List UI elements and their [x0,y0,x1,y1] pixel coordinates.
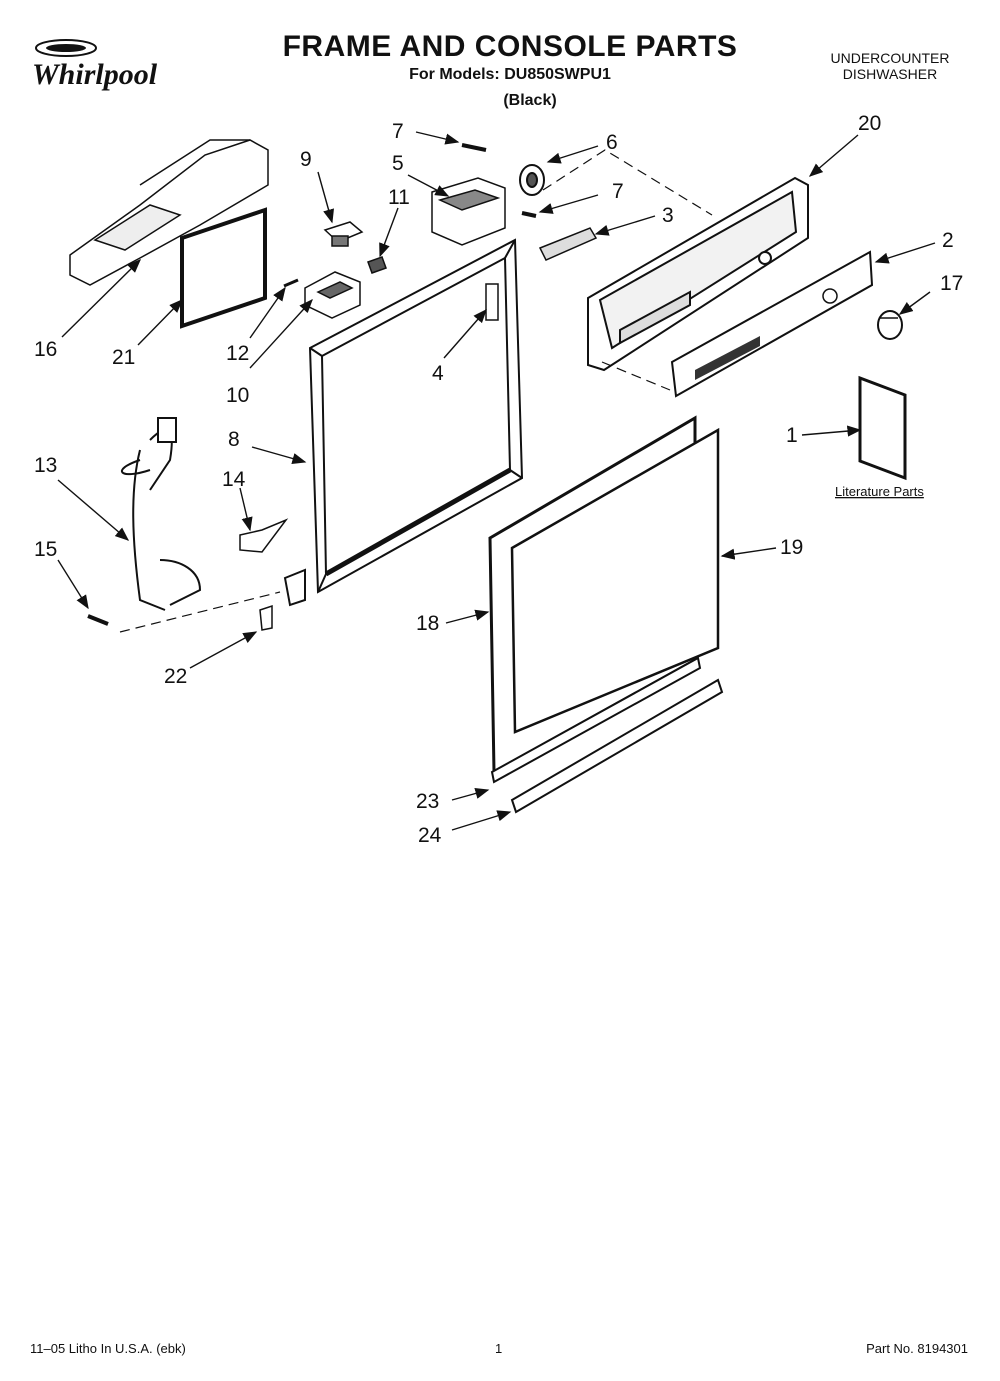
page-title: FRAME AND CONSOLE PARTS [282,30,738,63]
color-variant: (Black) [503,92,557,109]
part-number: Part No. 8194301 [866,1341,968,1356]
part-9-switch [323,221,364,247]
part-16-bracket [69,139,269,286]
callouts: 7 6 5 9 11 7 3 20 2 17 16 21 12 10 4 8 1… [34,112,963,847]
print-info: 11–05 Litho In U.S.A. (ebk) [30,1341,186,1356]
callout-23: 23 [416,790,439,813]
part-7-screw-top [461,143,487,152]
part-24-trim [510,678,724,814]
part-11-connector [367,256,387,274]
product-type-line1: UNDERCOUNTER [830,50,950,66]
part-8-frame [283,238,524,607]
callout-12: 12 [226,342,249,365]
callout-17: 17 [940,272,963,295]
part-3-bracket [538,227,598,261]
callout-14: 14 [222,468,246,491]
product-type-line2: DISHWASHER [842,66,938,82]
part-22-clip [259,604,273,631]
callout-7-mid: 7 [612,180,624,203]
whirlpool-logo: Whirlpool [32,39,158,91]
callout-7-top: 7 [392,120,404,143]
part-2-overlay [670,250,874,398]
model-line: For Models: DU850SWPU1 [409,66,611,83]
callout-10: 10 [226,384,249,407]
part-21-gasket [180,207,267,329]
assembly-guides [119,149,713,633]
literature-parts-label: Literature Parts [835,484,924,499]
callout-5: 5 [392,152,404,175]
callout-15: 15 [34,538,57,561]
callout-24: 24 [418,824,442,847]
part-6-knob [519,164,545,196]
part-7-screw-mid [521,211,537,218]
callout-18: 18 [416,612,439,635]
part-10-latch [304,271,361,319]
callout-19: 19 [780,536,803,559]
callout-20: 20 [858,112,881,135]
part-13-harness [120,417,202,611]
callout-21: 21 [112,346,135,369]
leader-lines [57,131,936,831]
part-19-door-panel [510,427,720,734]
callout-4: 4 [432,362,444,385]
callout-16: 16 [34,338,57,361]
callout-11: 11 [388,186,410,209]
part-14-sensor [239,518,289,553]
part-1-literature [858,375,907,481]
part-12-pin [283,278,299,288]
callout-1: 1 [786,424,798,447]
callout-22: 22 [164,665,187,688]
callout-13: 13 [34,454,57,477]
callout-9: 9 [300,148,312,171]
product-type: UNDERCOUNTER DISHWASHER [800,50,980,82]
callout-2: 2 [942,229,954,252]
page-number: 1 [495,1341,503,1356]
part-23-trim [490,656,702,784]
callout-8: 8 [228,428,240,451]
callout-3: 3 [662,204,674,227]
part-20-console [587,176,809,372]
brand-wordmark: Whirlpool [32,58,158,91]
part-17-knob [877,310,903,340]
part-5-control [431,177,506,246]
callout-6: 6 [606,131,618,154]
part-15-screw [87,614,109,626]
part-4-hinge [485,283,499,321]
exploded-parts-diagram: 7 6 5 9 11 7 3 20 2 17 16 21 12 10 4 8 1… [34,112,963,847]
